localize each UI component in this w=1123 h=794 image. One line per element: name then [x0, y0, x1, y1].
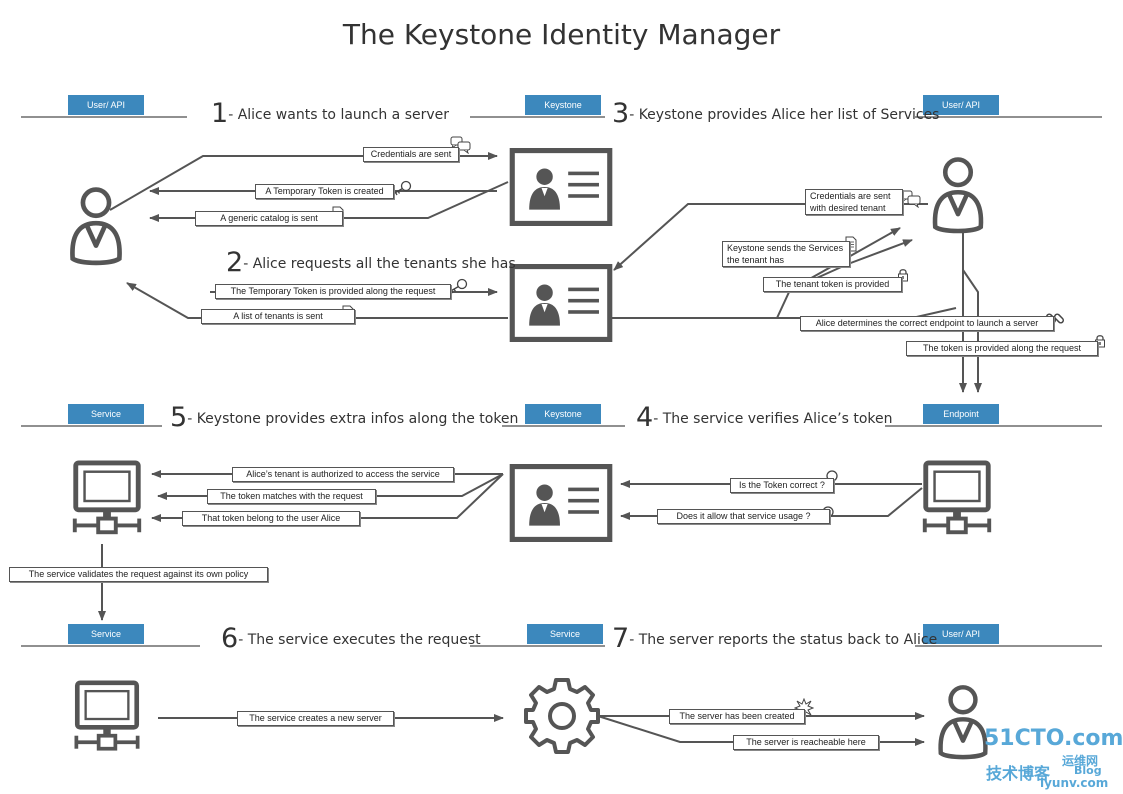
label-server-reachable: The server is reacheable here	[733, 735, 879, 750]
label-temporary-token-created: A Temporary Token is created	[255, 184, 394, 199]
step-7-heading: 7- The server reports the status back to…	[612, 623, 937, 654]
step-number: 6	[221, 623, 239, 654]
label-allow-usage: Does it allow that service usage ?	[657, 509, 830, 524]
step-number: 4	[636, 402, 654, 433]
keystone-card-icon	[512, 267, 610, 340]
diagram-title: The Keystone Identity Manager	[342, 18, 781, 51]
section-rules	[21, 116, 1102, 647]
tag-keystone: Keystone	[525, 95, 601, 115]
step-1-heading: 1- Alice wants to launch a server	[211, 98, 449, 129]
label-token-correct: Is the Token correct ?	[730, 478, 834, 493]
label-token-belongs: That token belong to the user Alice	[182, 511, 360, 526]
label-tenant-token-provided: The tenant token is provided	[763, 277, 902, 292]
watermark-url: iyunv.com	[1040, 776, 1109, 790]
keystone-card-icon	[512, 151, 610, 224]
label-alice-determines-endpoint: Alice determines the correct endpoint to…	[800, 316, 1054, 331]
label-list-of-tenants-sent: A list of tenants is sent	[201, 309, 355, 324]
step-number: 3	[612, 98, 630, 129]
step-4-heading: 4- The service verifies Alice’s token	[636, 402, 893, 433]
step-number: 1	[211, 98, 229, 129]
label-token-provided-request: The token is provided along the request	[906, 341, 1098, 356]
step-text: - The service executes the request	[238, 632, 481, 648]
step-5-heading: 5- Keystone provides extra infos along t…	[170, 402, 518, 433]
step-text: - Keystone provides extra infos along th…	[187, 411, 519, 427]
watermark-cn-left: 技术博客	[986, 764, 1051, 783]
service-computer-icon	[76, 683, 137, 749]
tag-user-api: User/ API	[923, 95, 999, 115]
step-3-heading: 3- Keystone provides Alice her list of S…	[612, 98, 939, 129]
watermark-cn-right: 运维网	[1062, 754, 1099, 768]
label-generic-catalog-sent: A generic catalog is sent	[195, 211, 343, 226]
keystone-card-icon	[512, 467, 610, 540]
tag-user-api: User/ API	[68, 95, 144, 115]
label-token-matches: The token matches with the request	[207, 489, 376, 504]
gear-icon	[524, 678, 600, 754]
watermark-blog: Blog	[1074, 764, 1102, 777]
user-alice-icon	[72, 190, 119, 263]
step-number: 7	[612, 623, 630, 654]
tag-endpoint: Endpoint	[923, 404, 999, 424]
tag-service: Service	[527, 624, 603, 644]
label-temporary-token-provided: The Temporary Token is provided along th…	[215, 284, 451, 299]
label-credentials-sent: Credentials are sent	[363, 147, 459, 162]
tag-service: Service	[68, 624, 144, 644]
key-icon	[392, 180, 412, 196]
step-text: - Alice wants to launch a server	[228, 107, 450, 123]
label-keystone-sends-tenant: Keystone sends the Services the tenant h…	[722, 241, 850, 267]
label-server-created: The server has been created	[669, 709, 805, 724]
watermark-site: 51CTO.com	[984, 726, 1123, 751]
label-credentials-desired-tenant: Credentials are sent with desired tenant	[805, 189, 903, 215]
step-2-heading: 2- Alice requests all the tenants she ha…	[226, 247, 516, 278]
key-icon	[448, 278, 468, 294]
tag-service: Service	[68, 404, 144, 424]
service-computer-icon	[75, 463, 139, 532]
endpoint-computer-icon	[925, 463, 989, 532]
tag-keystone: Keystone	[525, 404, 601, 424]
step-number: 2	[226, 247, 244, 278]
label-service-creates: The service creates a new server	[237, 711, 394, 726]
label-service-validates: The service validates the request agains…	[9, 567, 268, 582]
step-text: - The service verifies Alice’s token	[653, 411, 893, 427]
step-text: - The server reports the status back to …	[629, 632, 938, 648]
step-number: 5	[170, 402, 188, 433]
step-text: - Alice requests all the tenants she has	[243, 256, 516, 272]
user-alice-icon	[935, 159, 981, 231]
label-tenant-authorized: Alice’s tenant is authorized to access t…	[232, 467, 454, 482]
tag-user-api: User/ API	[923, 624, 999, 644]
step-text: - Keystone provides Alice her list of Se…	[629, 107, 940, 123]
step-6-heading: 6- The service executes the request	[221, 623, 481, 654]
user-alice-icon	[941, 687, 986, 757]
